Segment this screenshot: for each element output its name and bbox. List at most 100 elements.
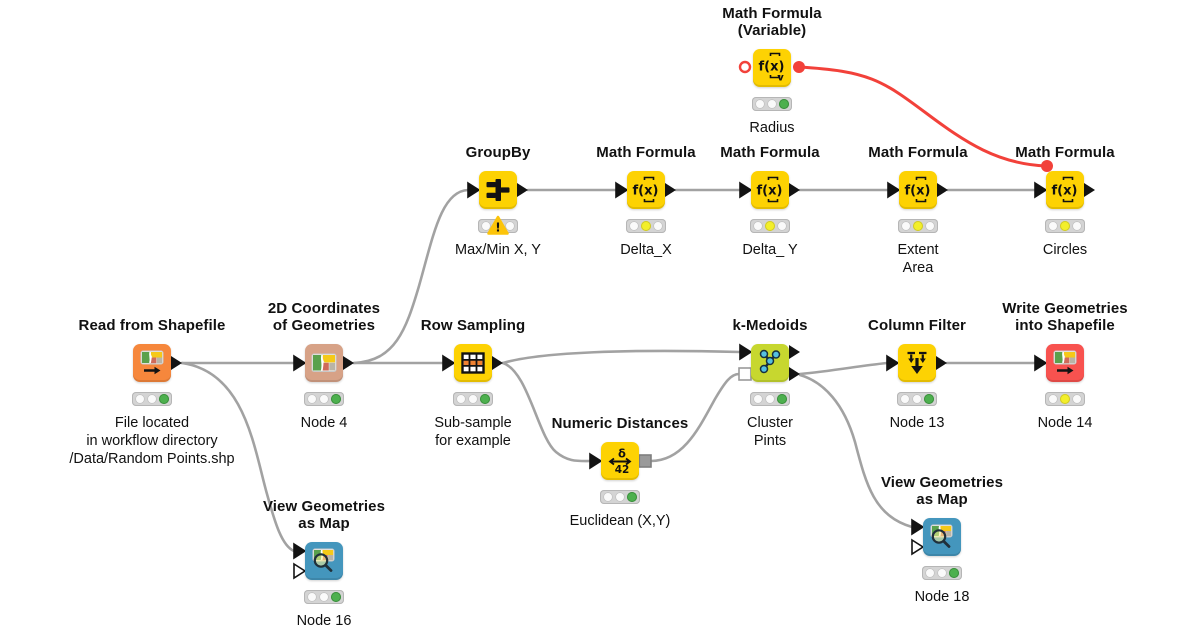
coordinates-input-port[interactable] xyxy=(293,354,307,372)
view-map-18-status-light xyxy=(922,566,962,580)
view-map-18-caption[interactable]: Node 18 xyxy=(914,589,970,605)
k-medoids-caption[interactable]: Cluster Pints xyxy=(747,415,793,449)
k-medoids-distance-input-port[interactable] xyxy=(738,367,752,381)
connection-row-sampling-to-distances[interactable] xyxy=(501,361,592,463)
math-formula-variable-node[interactable]: f(x)v xyxy=(753,49,791,87)
extent-input-port[interactable] xyxy=(887,181,901,199)
numeric-distances-status-dot-3 xyxy=(627,492,637,502)
k-medoids-output-port-2[interactable] xyxy=(789,367,800,381)
math-formula-variable-status-light xyxy=(752,97,792,111)
row-sampling-input-port[interactable] xyxy=(442,354,456,372)
variable-connection-endpoint[interactable] xyxy=(1041,160,1053,172)
column-filter-caption[interactable]: Node 13 xyxy=(889,415,945,431)
k-medoids-data-input-port[interactable] xyxy=(739,343,753,361)
groupby-node[interactable] xyxy=(479,171,517,209)
view16-input-port[interactable] xyxy=(293,542,307,560)
numeric-distances-caption[interactable]: Euclidean (X,Y) xyxy=(569,513,671,529)
coordinates-output-port[interactable] xyxy=(343,356,354,370)
coordinates-2d-status-light xyxy=(304,392,344,406)
groupby-input-port[interactable] xyxy=(467,181,481,199)
math-formula-circles-status-dot-2 xyxy=(1060,221,1070,231)
math-formula-delta-y-caption[interactable]: Delta_ Y xyxy=(742,242,798,258)
shapefile-io-icon xyxy=(140,350,164,375)
write-shapefile-status-dot-1 xyxy=(1048,394,1058,404)
math-formula-circles-status-dot-1 xyxy=(1048,221,1058,231)
math-formula-variable-status-dot-3 xyxy=(779,99,789,109)
groupby-caption[interactable]: Max/Min X, Y xyxy=(455,242,541,258)
coordinates-2d-status-dot-1 xyxy=(307,394,317,404)
read-shapefile-output-port[interactable] xyxy=(171,356,182,370)
write-shapefile-caption[interactable]: Node 14 xyxy=(1037,415,1093,431)
k-medoids-status-light xyxy=(750,392,790,406)
row-sampling-caption[interactable]: Sub-sample for example xyxy=(434,415,512,449)
view18-optional-input-port[interactable] xyxy=(911,538,925,556)
distances-output-distance-port[interactable] xyxy=(638,454,652,468)
k-medoids-status-dot-2 xyxy=(765,394,775,404)
math-formula-icon: f(x) xyxy=(757,176,782,203)
view18-input-port[interactable] xyxy=(911,518,925,536)
math-formula-extent-caption[interactable]: Extent Area xyxy=(897,242,939,276)
connection-read-to-view16[interactable] xyxy=(180,361,296,553)
math-formula-variable-icon: f(x)v xyxy=(759,52,784,84)
math-formula-variable-caption[interactable]: Radius xyxy=(749,120,795,136)
math-formula-circles-node[interactable]: f(x) xyxy=(1046,171,1084,209)
math-formula-circles-status-light xyxy=(1045,219,1085,233)
read-shapefile-caption[interactable]: File located in workflow directory /Data… xyxy=(69,415,235,467)
svg-text:f(x): f(x) xyxy=(1052,184,1078,199)
view-map-16-caption[interactable]: Node 16 xyxy=(296,613,352,629)
math-formula-delta-x-node[interactable]: f(x) xyxy=(627,171,665,209)
connection-distances-to-k-medoids[interactable] xyxy=(649,372,741,463)
math-formula-delta-x-status-dot-2 xyxy=(641,221,651,231)
column-filter-output-port[interactable] xyxy=(936,356,947,370)
connection-coordinates-to-groupby[interactable] xyxy=(352,188,470,365)
math-formula-variable-status-dot-2 xyxy=(767,99,777,109)
groupby-output-port[interactable] xyxy=(517,183,528,197)
view-map-16-node[interactable] xyxy=(305,542,343,580)
connection-variable-to-circles[interactable] xyxy=(797,65,1048,168)
writer-input-port[interactable] xyxy=(1034,354,1048,372)
math-formula-extent-node[interactable]: f(x) xyxy=(899,171,937,209)
delta-y-input-port[interactable] xyxy=(739,181,753,199)
row-sampling-output-port[interactable] xyxy=(492,356,503,370)
view-map-16-title: View Geometries as Map xyxy=(262,498,386,532)
math-formula-extent-status-dot-3 xyxy=(925,221,935,231)
math-formula-delta-x-caption[interactable]: Delta_X xyxy=(620,242,672,258)
math-formula-delta-y-status-light xyxy=(750,219,790,233)
math-formula-circles-caption[interactable]: Circles xyxy=(1042,242,1088,258)
row-sampling-status-dot-2 xyxy=(468,394,478,404)
svg-text:v: v xyxy=(777,73,784,84)
k-medoids-output-port-1[interactable] xyxy=(789,345,800,359)
variable-input-flow-port[interactable] xyxy=(738,60,752,74)
read-shapefile-status-light xyxy=(132,392,172,406)
circles-input-port[interactable] xyxy=(1034,181,1048,199)
coordinates-2d-caption[interactable]: Node 4 xyxy=(300,415,348,431)
row-sampling-node[interactable] xyxy=(454,344,492,382)
view-map-18-status-dot-3 xyxy=(949,568,959,578)
connection-k-medoids-to-column-filter[interactable] xyxy=(798,361,889,376)
variable-output-flow-port[interactable] xyxy=(793,61,805,73)
column-filter-node[interactable] xyxy=(898,344,936,382)
connection-k-medoids-to-view18[interactable] xyxy=(798,373,914,529)
view-map-18-node[interactable] xyxy=(923,518,961,556)
groupby-title: GroupBy xyxy=(465,144,531,161)
view-map-18-status-dot-1 xyxy=(925,568,935,578)
distances-input-port[interactable] xyxy=(589,452,603,470)
read-shapefile-status-dot-2 xyxy=(147,394,157,404)
delta-y-output-port[interactable] xyxy=(789,183,800,197)
write-shapefile-node[interactable] xyxy=(1046,344,1084,382)
extent-output-port[interactable] xyxy=(937,183,948,197)
connection-row-sampling-to-k-medoids[interactable] xyxy=(501,349,742,365)
delta-x-output-port[interactable] xyxy=(665,183,676,197)
circles-output-port[interactable] xyxy=(1084,183,1095,197)
view-map-18-status-dot-2 xyxy=(937,568,947,578)
column-filter-input-port[interactable] xyxy=(886,354,900,372)
view16-optional-input-port[interactable] xyxy=(293,562,307,580)
read-shapefile-node[interactable] xyxy=(133,344,171,382)
k-medoids-node[interactable] xyxy=(751,344,789,382)
groupby-warning-icon: ! xyxy=(487,215,509,241)
view-map-16-status-dot-2 xyxy=(319,592,329,602)
coordinates-2d-node[interactable] xyxy=(305,344,343,382)
math-formula-delta-y-node[interactable]: f(x) xyxy=(751,171,789,209)
delta-x-input-port[interactable] xyxy=(615,181,629,199)
